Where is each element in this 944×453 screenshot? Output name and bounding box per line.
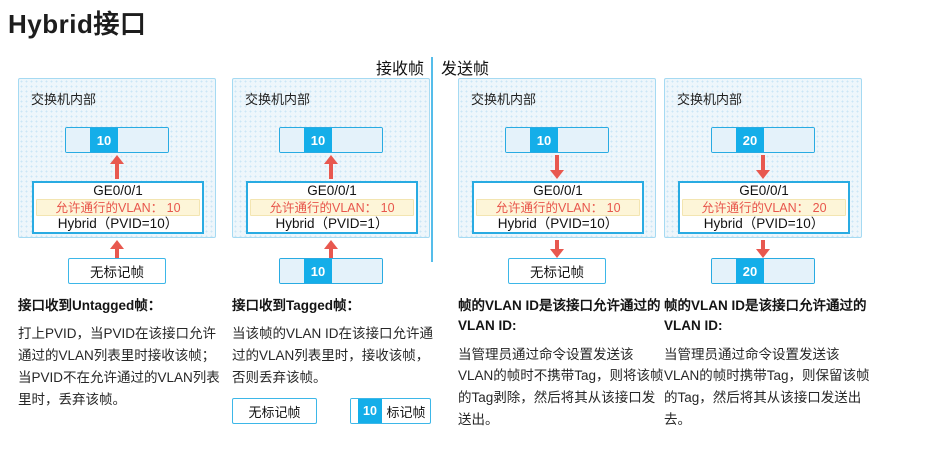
caption: 接口收到Untagged帧： 打上PVID，当PVID在该接口允许通过的VLAN… (18, 296, 224, 411)
switch-internal-box: 交换机内部 10 GE0/0/1 允许通行的VLAN： 10 Hybrid（PV… (232, 78, 430, 238)
switch-internal-box: 交换机内部 20 GE0/0/1 允许通行的VLAN： 20 Hybrid（PV… (664, 78, 862, 238)
caption: 帧的VLAN ID是该接口允许通过的VLAN ID: 当管理员通过命令设置发送该… (458, 296, 664, 431)
arrow-down-icon (550, 240, 564, 258)
interface-box: GE0/0/1 允许通行的VLAN： 20 Hybrid（PVID=10） (678, 181, 850, 234)
caption: 接口收到Tagged帧： 当该帧的VLAN ID在该接口允许通过的VLAN列表里… (232, 296, 438, 389)
receive-frames-header: 接收帧 (375, 61, 424, 78)
interface-box: GE0/0/1 允许通行的VLAN： 10 Hybrid（PVID=10） (32, 181, 204, 234)
arrow-up-icon (110, 240, 124, 258)
section-divider (431, 57, 433, 262)
frame-segment (332, 259, 382, 283)
hybrid-mode-label: Hybrid（PVID=10） (497, 216, 619, 231)
panel-send-untagged: 交换机内部 10 GE0/0/1 允许通行的VLAN： 10 Hybrid（PV… (458, 78, 664, 453)
switch-internal-label: 交换机内部 (31, 92, 97, 107)
caption-title: 接口收到Untagged帧： (18, 298, 162, 313)
tagged-frame: 10 (505, 127, 609, 153)
switch-internal-label: 交换机内部 (245, 92, 311, 107)
interface-name: GE0/0/1 (93, 183, 143, 198)
vlan-tag-value: 10 (304, 128, 332, 152)
panel-receive-tagged: 交换机内部 10 GE0/0/1 允许通行的VLAN： 10 Hybrid（PV… (232, 78, 433, 453)
frame-segment (764, 259, 814, 283)
vlan-tag-value: 20 (736, 259, 764, 283)
frame-segment (764, 128, 814, 152)
tagged-frame: 20 (711, 258, 815, 284)
arrow-down-icon (756, 155, 770, 179)
vlan-tag-value: 10 (358, 399, 382, 423)
legend-untagged-frame: 无标记帧 (232, 398, 317, 424)
tagged-frame: 10 (279, 127, 383, 153)
vlan-tag-value: 20 (736, 128, 764, 152)
untagged-frame-box: 无标记帧 (68, 258, 166, 284)
interface-name: GE0/0/1 (307, 183, 357, 198)
page-title: Hybrid接口 (8, 9, 147, 39)
interface-name: GE0/0/1 (533, 183, 583, 198)
interface-box: GE0/0/1 允许通行的VLAN： 10 Hybrid（PVID=1） (246, 181, 418, 234)
untagged-frame-box: 无标记帧 (508, 258, 606, 284)
frame-segment (280, 128, 304, 152)
hybrid-mode-label: Hybrid（PVID=10） (57, 216, 179, 231)
frame-segment (712, 128, 736, 152)
switch-internal-box: 交换机内部 10 GE0/0/1 允许通行的VLAN： 10 Hybrid（PV… (18, 78, 216, 238)
allowed-vlan-label: 允许通行的VLAN： 10 (476, 199, 640, 216)
caption: 帧的VLAN ID是该接口允许通过的VLAN ID: 当管理员通过命令设置发送该… (664, 296, 870, 431)
panel-send-tagged: 交换机内部 20 GE0/0/1 允许通行的VLAN： 20 Hybrid（PV… (664, 78, 870, 453)
caption-body: 当该帧的VLAN ID在该接口允许通过的VLAN列表里时，接收该帧，否则丢弃该帧… (232, 326, 434, 385)
hybrid-mode-label: Hybrid（PVID=10） (703, 216, 825, 231)
caption-body: 当管理员通过命令设置发送该VLAN的帧时携带Tag，则保留该帧的Tag，然后将其… (664, 346, 870, 428)
legend-tagged-label: 标记帧 (386, 404, 426, 420)
interface-box: GE0/0/1 允许通行的VLAN： 10 Hybrid（PVID=10） (472, 181, 644, 234)
arrow-down-icon (756, 240, 770, 258)
hybrid-mode-label: Hybrid（PVID=1） (275, 216, 389, 231)
arrow-up-icon (324, 155, 338, 179)
switch-internal-label: 交换机内部 (677, 92, 743, 107)
frame-segment (351, 399, 358, 423)
panel-receive-untagged: 交换机内部 10 GE0/0/1 允许通行的VLAN： 10 Hybrid（PV… (18, 78, 220, 453)
vlan-tag-value: 10 (530, 128, 558, 152)
tagged-frame: 20 (711, 127, 815, 153)
vlan-tag-value: 10 (90, 128, 118, 152)
legend-tagged-frame: 10 标记帧 (350, 398, 431, 424)
frame-segment (118, 128, 168, 152)
frame-segment (66, 128, 90, 152)
tagged-frame: 10 (65, 127, 169, 153)
frame-segment (506, 128, 530, 152)
frame-type-legend: 无标记帧 10 标记帧 (232, 398, 431, 424)
switch-internal-label: 交换机内部 (471, 92, 537, 107)
allowed-vlan-label: 允许通行的VLAN： 10 (36, 199, 200, 216)
arrow-up-icon (110, 155, 124, 179)
vlan-tag-value: 10 (304, 259, 332, 283)
allowed-vlan-label: 允许通行的VLAN： 10 (250, 199, 414, 216)
arrow-down-icon (550, 155, 564, 179)
caption-title: 帧的VLAN ID是该接口允许通过的VLAN ID: (664, 298, 867, 334)
tagged-frame: 10 (279, 258, 383, 284)
send-frames-header: 发送帧 (441, 61, 490, 78)
allowed-vlan-label: 允许通行的VLAN： 20 (682, 199, 846, 216)
frame-segment (280, 259, 304, 283)
arrow-up-icon (324, 240, 338, 258)
frame-segment (332, 128, 382, 152)
caption-title: 接口收到Tagged帧： (232, 298, 360, 313)
caption-body: 当管理员通过命令设置发送该VLAN的帧时不携带Tag，则将该帧的Tag剥除，然后… (458, 346, 664, 428)
interface-name: GE0/0/1 (739, 183, 789, 198)
caption-body: 打上PVID，当PVID在该接口允许通过的VLAN列表里时接收该帧；当PVID不… (18, 326, 220, 407)
frame-segment (712, 259, 736, 283)
frame-segment (558, 128, 608, 152)
caption-title: 帧的VLAN ID是该接口允许通过的VLAN ID: (458, 298, 661, 334)
switch-internal-box: 交换机内部 10 GE0/0/1 允许通行的VLAN： 10 Hybrid（PV… (458, 78, 656, 238)
